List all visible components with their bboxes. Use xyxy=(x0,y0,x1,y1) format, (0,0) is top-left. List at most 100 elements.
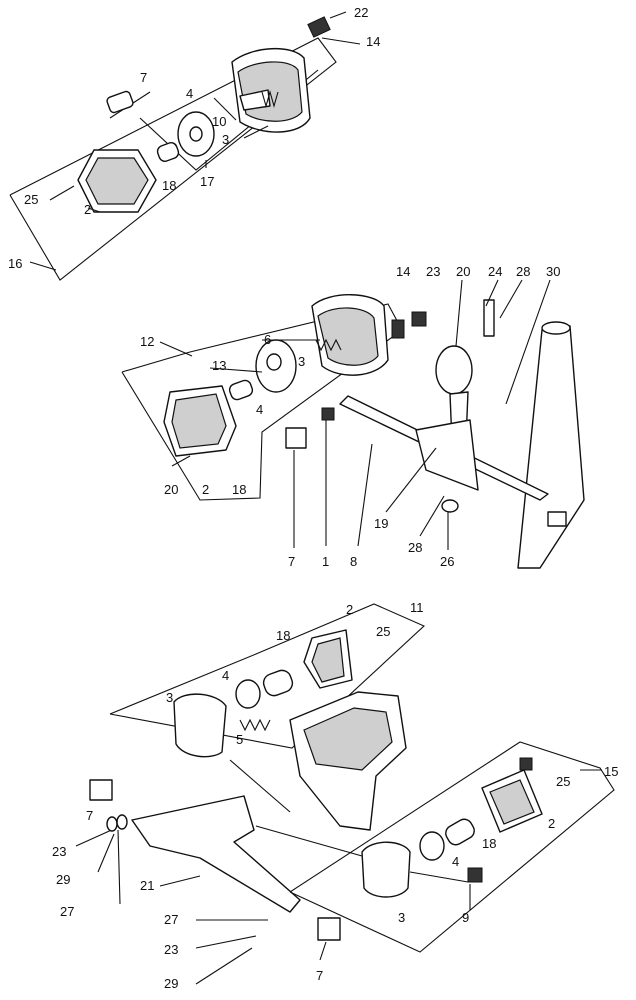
lens-pattern xyxy=(489,779,535,825)
label-21: 21 xyxy=(140,878,154,893)
label-11: 11 xyxy=(410,600,424,615)
label-10: 10 xyxy=(212,114,226,129)
label-25: 25 xyxy=(24,192,38,207)
socket xyxy=(235,679,261,709)
mount-plate-hole xyxy=(266,353,282,371)
leader-line xyxy=(499,279,523,319)
label-23: 23 xyxy=(52,844,66,859)
mounting-bracket xyxy=(131,795,301,913)
label-26: 26 xyxy=(440,554,454,569)
washer xyxy=(116,814,128,830)
leader-line xyxy=(455,279,463,347)
label-20: 20 xyxy=(456,264,470,279)
leader-line xyxy=(357,443,373,547)
fork-tube xyxy=(517,325,585,569)
group-frame-15 xyxy=(289,741,615,953)
label-18: 18 xyxy=(162,178,176,193)
group-frame-16 xyxy=(9,37,337,281)
spring xyxy=(261,89,279,109)
label-23: 23 xyxy=(426,264,440,279)
label-20: 20 xyxy=(164,482,178,497)
label-7: 7 xyxy=(86,808,93,823)
rubber-cap xyxy=(89,779,113,801)
label-25: 25 xyxy=(376,624,390,639)
leader-line xyxy=(329,11,347,19)
label-29: 29 xyxy=(56,872,70,887)
label-9: 9 xyxy=(462,910,469,925)
label-7: 7 xyxy=(316,968,323,983)
leader-line xyxy=(419,495,445,537)
label-14: 14 xyxy=(396,264,410,279)
label-18: 18 xyxy=(482,836,496,851)
label-28: 28 xyxy=(408,540,422,555)
wire xyxy=(409,871,469,883)
label-8: 8 xyxy=(350,554,357,569)
tail-light-lens xyxy=(303,707,393,771)
label-2: 2 xyxy=(346,602,353,617)
bulb xyxy=(228,379,254,401)
label-2: 2 xyxy=(202,482,209,497)
rear-lamp-assembly-16 xyxy=(9,11,361,281)
label-4: 4 xyxy=(222,668,229,683)
spring xyxy=(239,718,271,732)
label-24: 24 xyxy=(488,264,502,279)
bulb xyxy=(156,142,180,162)
leader-line xyxy=(319,941,327,961)
leader-line xyxy=(213,97,237,121)
bushing xyxy=(441,499,459,513)
label-15: 15 xyxy=(604,764,618,779)
label-18: 18 xyxy=(276,628,290,643)
label-13: 13 xyxy=(212,358,226,373)
wire xyxy=(255,825,363,857)
screw-head xyxy=(519,757,533,771)
leader-line xyxy=(159,341,193,357)
lens-pattern xyxy=(311,637,345,683)
label-2: 2 xyxy=(548,816,555,831)
label-22: 22 xyxy=(354,5,368,20)
leader-line xyxy=(243,125,269,139)
rear-signal-assembly-11 xyxy=(75,603,425,985)
bracket xyxy=(415,419,479,491)
label-30: 30 xyxy=(546,264,560,279)
label-12: 12 xyxy=(140,334,154,349)
bolt xyxy=(75,827,117,847)
leader-line xyxy=(385,447,437,513)
bolt xyxy=(483,299,495,337)
signal-housing xyxy=(173,693,227,758)
leader-line xyxy=(195,947,253,985)
leader-line xyxy=(29,261,57,271)
fork-tube-top xyxy=(541,321,571,335)
label-7: 7 xyxy=(288,554,295,569)
label-4: 4 xyxy=(256,402,263,417)
rear-signal-assembly-15 xyxy=(255,741,615,953)
leader-line xyxy=(505,279,551,405)
label-23: 23 xyxy=(164,942,178,957)
turn-signal-assembly-12 xyxy=(121,279,585,569)
bulb xyxy=(262,669,294,697)
screw-head xyxy=(411,311,427,327)
label-27: 27 xyxy=(60,904,74,919)
label-3: 3 xyxy=(166,690,173,705)
label-7: 7 xyxy=(140,70,147,85)
label-3: 3 xyxy=(222,132,229,147)
bulb xyxy=(445,818,475,846)
label-16: 16 xyxy=(8,256,22,271)
label-4: 4 xyxy=(186,86,193,101)
rubber-cap xyxy=(106,90,134,114)
gasket-hole xyxy=(189,126,203,142)
signal-housing xyxy=(361,841,411,898)
label-18: 18 xyxy=(232,482,246,497)
label-25: 25 xyxy=(556,774,570,789)
label-3: 3 xyxy=(398,910,405,925)
wire xyxy=(229,759,291,813)
label-27: 27 xyxy=(164,912,178,927)
leader-line xyxy=(159,875,201,887)
label-3: 3 xyxy=(298,354,305,369)
spring xyxy=(315,338,342,352)
bolt xyxy=(195,935,257,949)
rubber-cap xyxy=(317,917,341,941)
leader-line xyxy=(87,207,101,213)
label-29: 29 xyxy=(164,976,178,991)
label-5: 5 xyxy=(236,732,243,747)
label-4: 4 xyxy=(452,854,459,869)
